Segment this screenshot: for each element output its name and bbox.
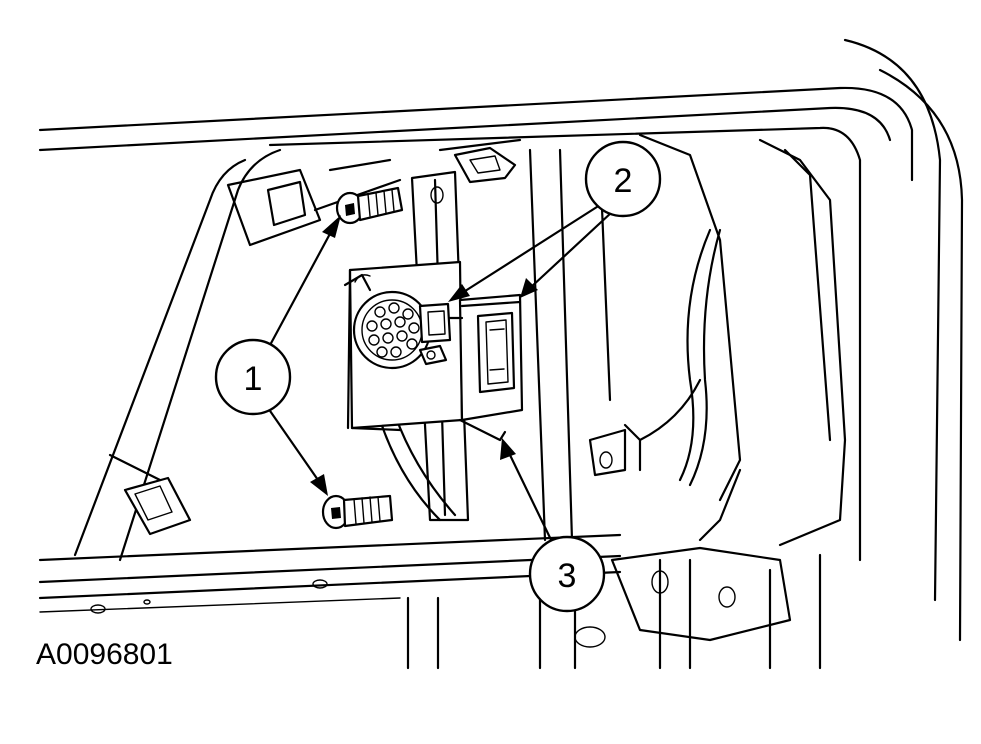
- window-motor-module: [343, 260, 524, 442]
- bolt-upper: [335, 186, 404, 225]
- figure-id: A0096801: [36, 638, 173, 671]
- leader-lines: [260, 203, 614, 550]
- callout-2: 2: [584, 140, 662, 218]
- callout-2-number: 2: [614, 162, 633, 200]
- callout-1: 1: [214, 338, 292, 416]
- callout-1-number: 1: [244, 360, 263, 398]
- door-frame: [38, 38, 964, 670]
- callout-3-number: 3: [558, 557, 577, 595]
- right-bracket: [588, 133, 847, 642]
- callout-3: 3: [528, 535, 606, 613]
- bolt-lower: [321, 494, 394, 530]
- inner-panel: [108, 138, 612, 542]
- connector-pins: [366, 302, 420, 358]
